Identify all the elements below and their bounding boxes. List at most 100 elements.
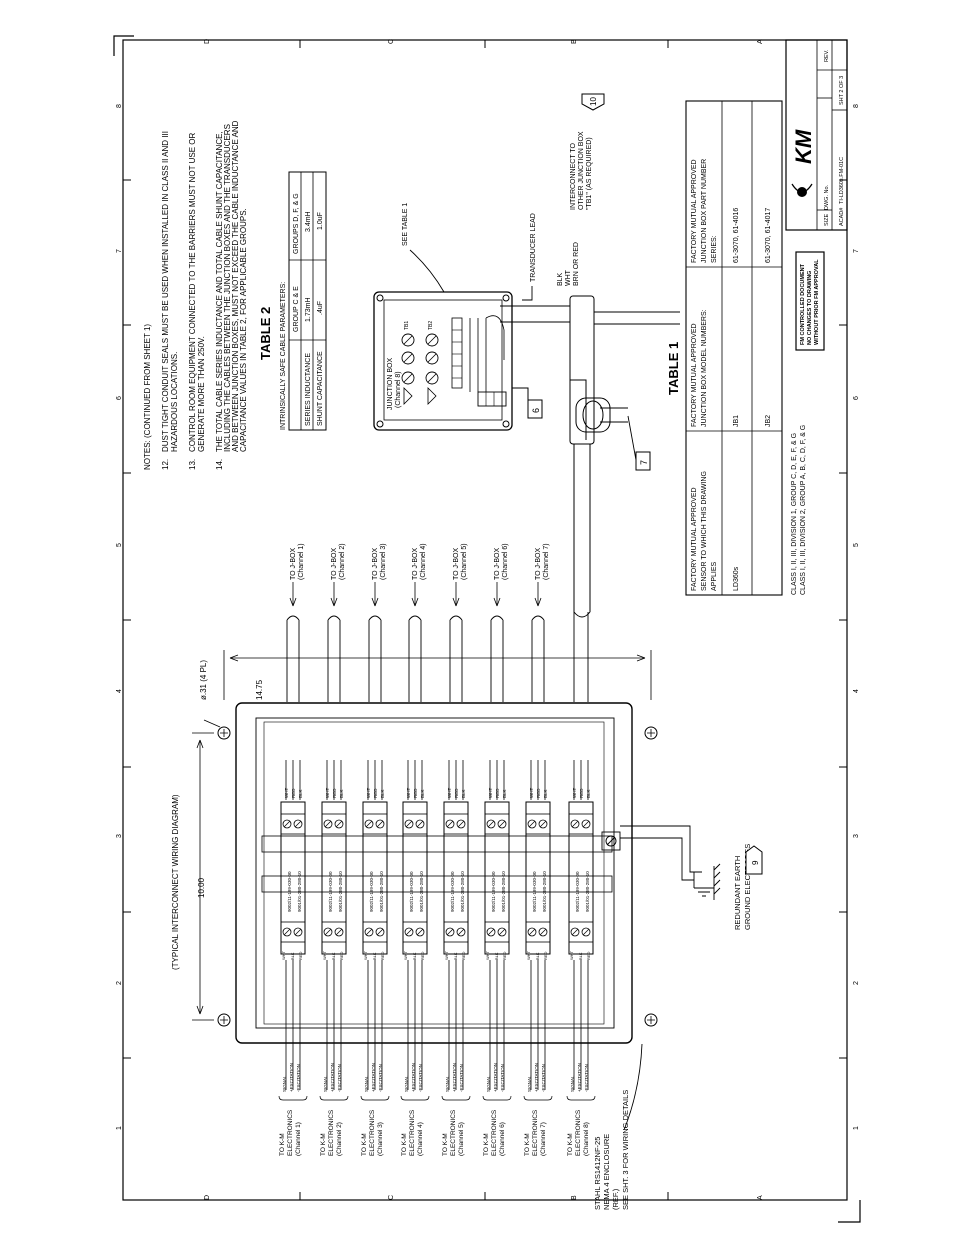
barrier-screw <box>581 927 591 937</box>
barrier-screw-slot <box>446 928 454 936</box>
to-km-label: TO K-M <box>320 1133 327 1156</box>
transducer-lead-label: TRANSDUCER LEAD <box>530 213 537 282</box>
zone-letter-bottom-C: C <box>388 1195 395 1200</box>
right-wire-label-red: RED <box>291 788 296 798</box>
table-1-row-1-part: 61-3070, 61-4016 <box>733 208 740 263</box>
barrier-screw-slot <box>405 928 413 936</box>
barrier-screw-slot <box>365 820 373 828</box>
barrier-part-label: 9002/11-199-030-00 <box>575 871 580 912</box>
note-13-number: 13. <box>188 459 197 470</box>
barrier-terminal-block <box>525 921 551 943</box>
junction-box-channel: (Channel 8) <box>395 371 402 408</box>
terminal-screw-slot <box>403 373 413 383</box>
barrier-wire-label: RED <box>502 951 507 960</box>
note-14-line-4: CAPACITANCE VALUES IN TABLE 2, FOR APPLI… <box>239 208 248 452</box>
terminal-screw <box>401 351 415 365</box>
barrier-wire-label: WHT <box>403 950 408 960</box>
to-km-channel-label: (Channel 5) <box>458 1122 465 1156</box>
conduit <box>573 612 589 702</box>
to-km-label: TO K-M <box>361 1133 368 1156</box>
to-km-channel-label: (Channel 4) <box>417 1122 424 1156</box>
barrier-part-label: 9002/11-199-030-00 <box>532 871 537 912</box>
left-wire-label: SIGNAL <box>404 1075 409 1092</box>
left-wire-label: -EXCITATION <box>296 1064 301 1092</box>
barrier-wire-label: WHT <box>526 950 531 960</box>
wire-brace <box>319 1095 349 1101</box>
barrier-terminal-block <box>443 921 469 943</box>
table-1-row-2-part: 61-3070, 61-4017 <box>765 208 772 263</box>
barrier-wire-label: RED <box>339 951 344 960</box>
barrier-terminal-block <box>443 813 469 835</box>
barrier-wire-label: BLK <box>578 952 583 960</box>
right-wire-label-wht: WHT <box>406 788 411 798</box>
barrier-terminal-block <box>402 813 428 835</box>
terminal-tb2-label: TB2 <box>428 321 434 330</box>
zone-letter-top-D: D <box>204 39 211 44</box>
barrier-screw-slot <box>335 928 343 936</box>
class-line-2: CLASS I, II, III, DIVISION 2, GROUP A, B… <box>800 425 807 595</box>
crop-marks <box>113 35 861 1223</box>
barrier-screw <box>570 927 580 937</box>
right-wire-label-wht: WHT <box>366 788 371 798</box>
to-jbox-channel-label: (Channel 1) <box>298 543 305 580</box>
barrier-part-label: 9001/01-280-280-10 <box>379 871 384 912</box>
terminal-screw <box>425 351 439 365</box>
right-wire-label-wht: WHT <box>447 788 452 798</box>
right-wire-label-wht: WHT <box>488 788 493 798</box>
to-jbox-channel-label: (Channel 2) <box>339 543 346 580</box>
table-1-title: TABLE 1 <box>666 342 681 395</box>
barrier-terminal-block <box>280 921 306 943</box>
barrier-screw <box>364 927 374 937</box>
dimensions <box>192 650 652 1021</box>
conduit <box>490 620 504 702</box>
enclosure <box>217 702 658 1044</box>
to-jbox-channel-label: (Channel 7) <box>543 543 550 580</box>
barrier-part-label: 9001/01-280-280-10 <box>297 871 302 912</box>
barrier-wire-label: RED <box>380 951 385 960</box>
to-jbox-channel-label: (Channel 3) <box>380 543 387 580</box>
barrier-part-label: 9001/01-280-280-10 <box>501 871 506 912</box>
barrier-part-label: 9002/11-199-030-00 <box>369 871 374 912</box>
barrier-part-label: 9002/11-199-030-00 <box>328 871 333 912</box>
to-jbox-label: TO J-BOX <box>331 548 338 580</box>
enclosure-line-2: NEMA 4 ENCLOSURE <box>602 1134 611 1210</box>
to-km-channel-label: (Channel 8) <box>583 1122 590 1156</box>
fm-notice-line-2: NO CHANGES TO DRAWING <box>807 271 813 345</box>
barrier-screw <box>415 927 425 937</box>
barrier-screw-slot <box>416 928 424 936</box>
right-wire-label-blk: BLK <box>420 789 425 798</box>
dwg-no-label: DWG. No. <box>824 184 830 210</box>
barrier-screw <box>282 927 292 937</box>
barrier-wire-label: RED <box>298 951 303 960</box>
tag-7 <box>635 451 651 471</box>
table-2: TABLE 2 INTRINSICALLY SAFE CABLE PARAMET… <box>258 171 327 431</box>
fm-notice-line-1: FM CONTROLLED DOCUMENT <box>800 263 806 345</box>
barrier-screw <box>364 819 374 829</box>
left-wire-label: +EXCITATION <box>411 1063 416 1092</box>
table-1: TABLE 1 FACTORY MUTUAL APPROVED SENSOR T… <box>666 100 807 596</box>
table-1-col2-header-2: JUNCTION BOX MODEL NUMBERS: <box>701 309 708 427</box>
left-wire-label: -EXCITATION <box>418 1064 423 1092</box>
right-wire-label-red: RED <box>413 788 418 798</box>
left-wire-label: -EXCITATION <box>500 1064 505 1092</box>
note-12-line-2: HAZARDOUS LOCATIONS. <box>170 352 179 452</box>
table-2-row-2-label: SHUNT CAPACITANCE <box>317 351 324 426</box>
barrier-screw <box>375 819 385 829</box>
right-wire-label-blk: BLK <box>380 789 385 798</box>
zone-number-left-7: 7 <box>116 249 123 253</box>
right-wire-label-red: RED <box>495 788 500 798</box>
interconnect-line-1: INTERCONNECT TO <box>570 143 577 210</box>
barrier-part-label: 9001/01-280-280-10 <box>542 871 547 912</box>
size-label: SIZE <box>824 213 830 226</box>
barrier-terminal-block <box>484 921 510 943</box>
conduit <box>368 620 382 702</box>
barrier-part-label: 9001/01-280-280-10 <box>338 871 343 912</box>
barrier-body <box>321 801 347 955</box>
barrier-terminal-block <box>362 813 388 835</box>
barrier-screw-slot <box>324 820 332 828</box>
see-sheet-3: SEE SHT. 3 FOR WIRING DETAILS <box>621 1090 630 1210</box>
